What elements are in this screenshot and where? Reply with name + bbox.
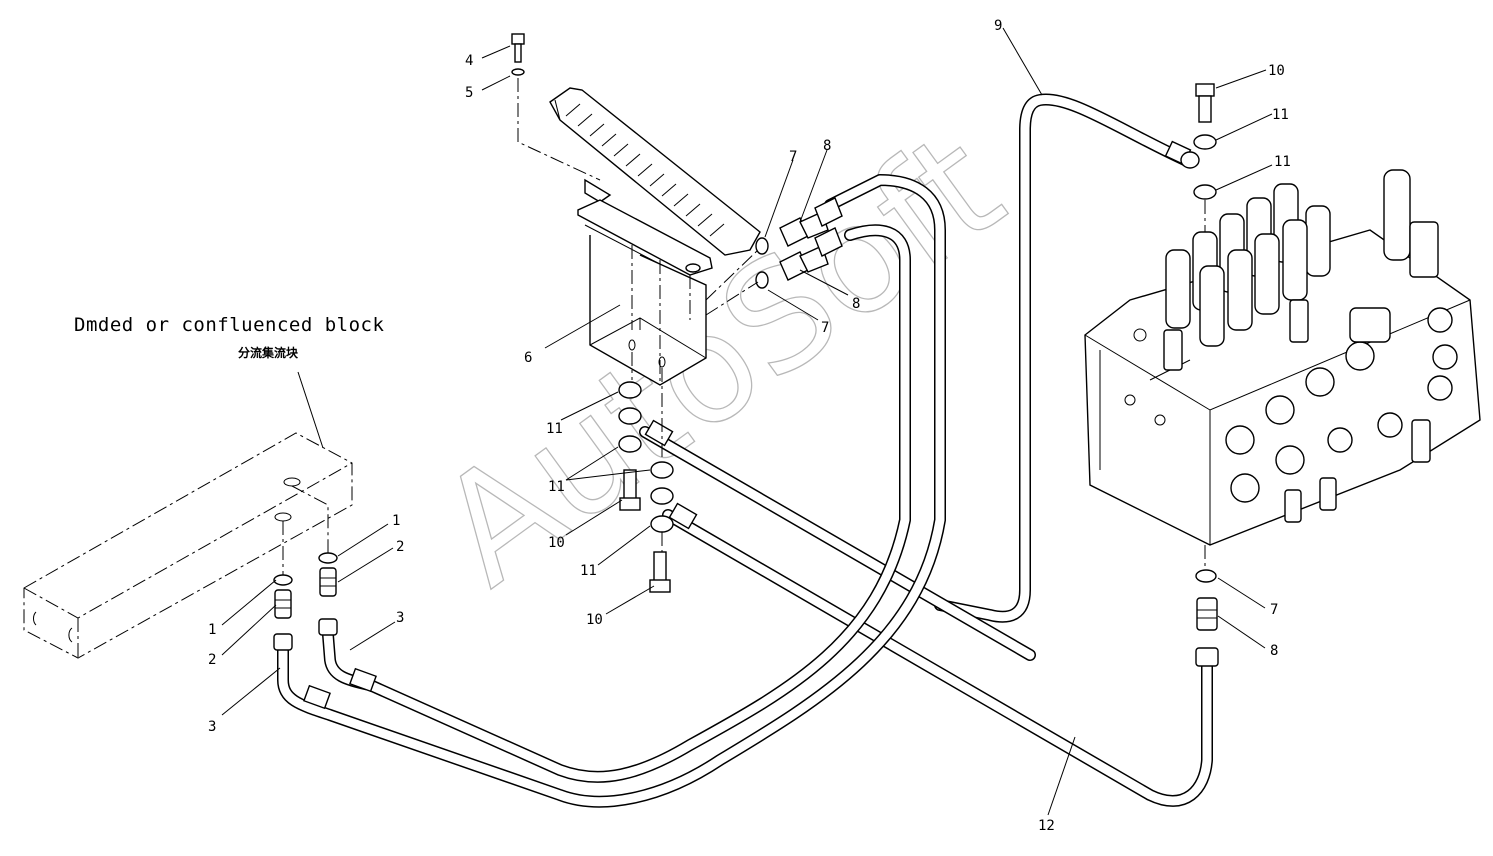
block-label-en: Dmded or confluenced block	[74, 314, 384, 336]
hoses	[277, 93, 1213, 808]
callout-4: 4	[465, 53, 473, 69]
callout-8-mid: 8	[852, 296, 860, 312]
callout-1-right: 1	[392, 513, 400, 529]
callout-leaders	[221, 27, 1273, 816]
callout-6: 6	[524, 350, 532, 366]
hose-sleeve	[349, 667, 377, 693]
callout-numbers: 4 5 6 7 8 8 7 9 10 11 11 11 11 10 11 10 …	[208, 18, 1291, 834]
callout-7-bottom: 7	[1270, 602, 1278, 618]
callout-7-mid: 7	[821, 320, 829, 336]
banjo-stack	[618, 339, 674, 593]
hose-12	[639, 426, 1213, 807]
callout-9: 9	[994, 18, 1002, 34]
bolt-4	[511, 33, 525, 45]
callout-11-top: 11	[1272, 107, 1289, 123]
spool-caps	[1165, 169, 1439, 347]
callout-7-top: 7	[789, 149, 797, 165]
callout-11-second: 11	[1274, 154, 1291, 170]
callout-11-pedal-a: 11	[546, 421, 563, 437]
hose-sleeve	[668, 502, 698, 530]
callout-3-right: 3	[396, 610, 404, 626]
leader-block	[297, 371, 324, 449]
callout-2-left: 2	[208, 652, 216, 668]
callout-2-right: 2	[396, 539, 404, 555]
callout-10-pedal-b: 10	[586, 612, 603, 628]
bolt-10-top	[1195, 83, 1215, 97]
callout-1-left: 1	[208, 622, 216, 638]
washer-5	[511, 68, 525, 76]
left-fittings	[273, 552, 338, 651]
callout-11-pedal-c: 11	[580, 563, 597, 579]
callout-11-pedal-b: 11	[548, 479, 565, 495]
confluence-block	[23, 371, 353, 659]
control-valve-block	[1084, 83, 1481, 667]
pedal-port-fittings	[705, 197, 843, 316]
leader-6	[544, 304, 621, 349]
block-label-cn: 分流集流块	[238, 345, 299, 360]
hose-3-outer	[277, 174, 946, 808]
foot-pedal-valve	[511, 33, 761, 386]
callout-3-left: 3	[208, 719, 216, 735]
callout-12: 12	[1038, 818, 1055, 834]
hose-9	[934, 93, 1191, 623]
callout-10-pedal-a: 10	[548, 535, 565, 551]
callout-5: 5	[465, 85, 473, 101]
valve-ports	[1124, 299, 1458, 523]
hose-sleeve	[644, 419, 674, 447]
hose-sleeve	[303, 684, 331, 710]
callout-10-top: 10	[1268, 63, 1285, 79]
pedal-ridges	[565, 103, 725, 237]
callout-8-top: 8	[823, 138, 831, 154]
callout-8-bottom: 8	[1270, 643, 1278, 659]
